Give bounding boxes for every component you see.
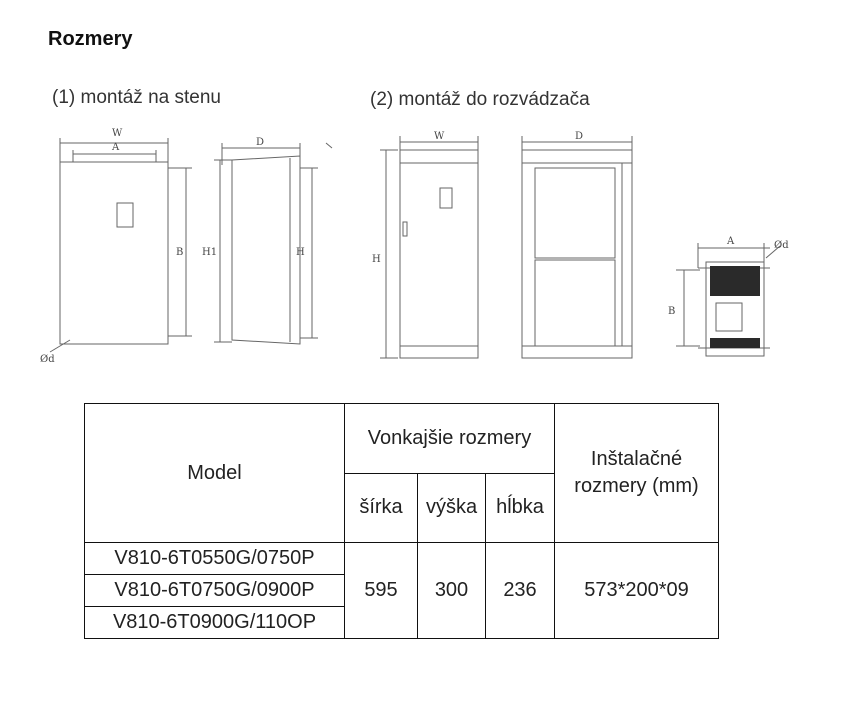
label-d-wall: Ød — [40, 354, 55, 365]
height-value: 300 — [417, 542, 486, 639]
wall-side-view — [214, 142, 333, 345]
model-cell: V810-6T0750G/0900P — [84, 574, 345, 607]
section-cabinet-mount-title: (2) montáž do rozvádzača — [370, 89, 590, 110]
label-W-cabinet: W — [434, 131, 445, 142]
label-D-wall: D — [256, 137, 264, 148]
label-d-plan: Ød — [774, 240, 789, 251]
depth-value: 236 — [485, 542, 555, 639]
mounting-plan-lower-panel — [710, 338, 760, 348]
model-cell: V810-6T0900G/110OP — [84, 606, 345, 639]
install-dimensions-header: Inštalačné rozmery (mm) — [554, 403, 719, 543]
dimension-drawings: W A B D H1 H Ød W D H A B Ød — [40, 128, 789, 365]
label-H-cabinet: H — [372, 254, 381, 265]
height-header: výška — [417, 472, 486, 543]
outer-dimensions-header: Vonkajšie rozmery — [344, 403, 555, 474]
label-W-wall: W — [112, 128, 123, 139]
label-B-wall: B — [176, 247, 183, 258]
depth-header: hĺbka — [485, 472, 555, 543]
model-cell: V810-6T0550G/0750P — [84, 542, 345, 575]
mounting-plan-upper-panel — [710, 266, 760, 296]
label-A-plan: A — [726, 236, 735, 247]
label-A-wall: A — [111, 142, 120, 153]
page-title: Rozmery — [48, 28, 133, 50]
section-wall-mount-title: (1) montáž na stenu — [52, 87, 221, 108]
label-H-wall: H — [296, 247, 305, 258]
wall-front-view — [49, 138, 192, 353]
dimensions-table: Model Vonkajšie rozmery Inštalačné rozme… — [84, 403, 719, 639]
model-header: Model — [84, 403, 345, 543]
cabinet-front-view — [380, 136, 479, 359]
cabinet-side-view — [521, 136, 633, 359]
label-D-cabinet: D — [575, 131, 583, 142]
label-B-plan: B — [668, 306, 675, 317]
install-value: 573*200*09 — [554, 542, 719, 639]
width-header: šírka — [344, 472, 418, 543]
width-value: 595 — [344, 542, 418, 639]
label-H1-wall: H1 — [202, 247, 217, 258]
